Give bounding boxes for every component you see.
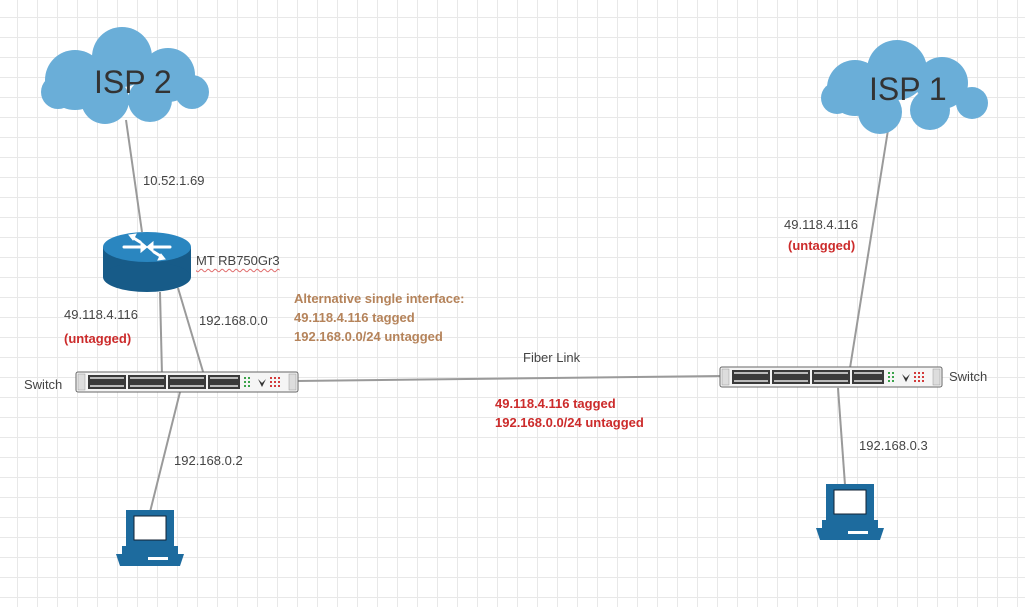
switch-left-label: Switch (24, 377, 63, 392)
router-switch-lan-label: 192.168.0.0 (199, 313, 268, 328)
pc-left-icon (116, 510, 184, 566)
router-switch-wan-ip-label: 49.118.4.116 (64, 307, 138, 322)
isp2-label: ISP 2 (94, 64, 172, 100)
switch-left-pc-ip-label: 192.168.0.2 (174, 453, 243, 468)
fiber-vlan-line1: 49.118.4.116 tagged (495, 396, 616, 411)
link-isp2-router (125, 119, 143, 233)
switch-right-label: Switch (949, 369, 988, 384)
link-router-switch-wan (159, 291, 163, 376)
link-switch-left-pc (149, 391, 181, 513)
fiber-link-label: Fiber Link (523, 350, 581, 365)
isp2-cloud-icon (41, 27, 209, 124)
alt-note-line1: 49.118.4.116 tagged (294, 310, 415, 325)
isp1-label: ISP 1 (869, 71, 947, 107)
pc-right-icon (816, 484, 884, 540)
switch-right-icon (719, 366, 943, 388)
isp1-switch-ip-label: 49.118.4.116 (784, 217, 858, 232)
router-label: MT RB750Gr3 (196, 253, 280, 268)
switch-left-icon (75, 371, 299, 393)
isp1-cloud-icon (821, 40, 988, 134)
link-isp1-switch (849, 129, 889, 369)
router-icon (103, 232, 191, 292)
link-switch-right-pc (837, 387, 846, 486)
alt-note-title: Alternative single interface: (294, 291, 465, 306)
isp1-switch-mode-label: (untagged) (788, 238, 856, 253)
link-router-switch-lan (177, 287, 205, 376)
alt-note-line2: 192.168.0.0/24 untagged (294, 329, 443, 344)
switch-right-pc-ip-label: 192.168.0.3 (859, 438, 928, 453)
isp2-router-ip-label: 10.52.1.69 (143, 173, 205, 188)
router-switch-wan-mode-label: (untagged) (64, 331, 132, 346)
fiber-vlan-line2: 192.168.0.0/24 untagged (495, 415, 644, 430)
link-fiber (295, 375, 723, 382)
